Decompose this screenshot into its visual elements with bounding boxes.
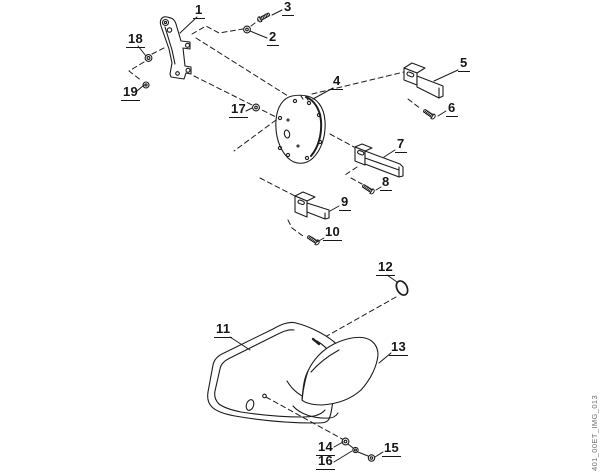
cover-plate-part-4: [275, 94, 326, 164]
part-label-3: 3: [282, 0, 294, 16]
part-label-6: 6: [446, 100, 458, 117]
part-label-8: 8: [380, 174, 392, 191]
bracket-part-5: [403, 62, 444, 99]
deflector-part-13: [292, 336, 379, 419]
bracket-part-1: [159, 16, 192, 80]
part-label-7: 7: [395, 136, 407, 153]
screw-part-17: [252, 103, 260, 112]
part-label-5: 5: [458, 55, 470, 72]
o-ring-part-12: [395, 280, 409, 296]
washer-part-2: [243, 25, 251, 34]
washer-part-19: [142, 81, 150, 89]
washer-part-14: [341, 437, 350, 446]
screw-part-6: [421, 107, 437, 121]
part-label-17: 17: [229, 101, 249, 118]
assembly-axis-lines: [128, 19, 422, 342]
nut-part-15: [357, 451, 376, 462]
part-label-15: 15: [382, 440, 402, 457]
part-label-19: 19: [121, 84, 141, 101]
screw-part-3: [256, 11, 272, 24]
screw-part-16: [347, 443, 359, 454]
assembly-axis-lines-front: [265, 396, 345, 441]
part-label-10: 10: [323, 224, 343, 241]
part-label-16: 16: [316, 453, 336, 470]
screw-part-8: [360, 182, 376, 196]
brace-bar-part-7: [354, 143, 404, 178]
part-label-11: 11: [214, 321, 233, 338]
part-label-12: 12: [376, 259, 396, 276]
part-label-9: 9: [339, 194, 351, 211]
watermark-text: 401_00ET_IMG_013: [590, 394, 599, 471]
part-label-1: 1: [193, 2, 205, 19]
label-leader-lines: [136, 9, 459, 463]
bracket-part-9: [294, 191, 330, 220]
part-label-18: 18: [126, 31, 146, 48]
part-label-4: 4: [331, 73, 343, 90]
part-label-2: 2: [267, 29, 279, 46]
part-label-13: 13: [389, 339, 409, 356]
nut-part-18: [144, 54, 153, 62]
screw-part-10: [305, 233, 321, 247]
part-label-14: 14: [316, 439, 336, 456]
